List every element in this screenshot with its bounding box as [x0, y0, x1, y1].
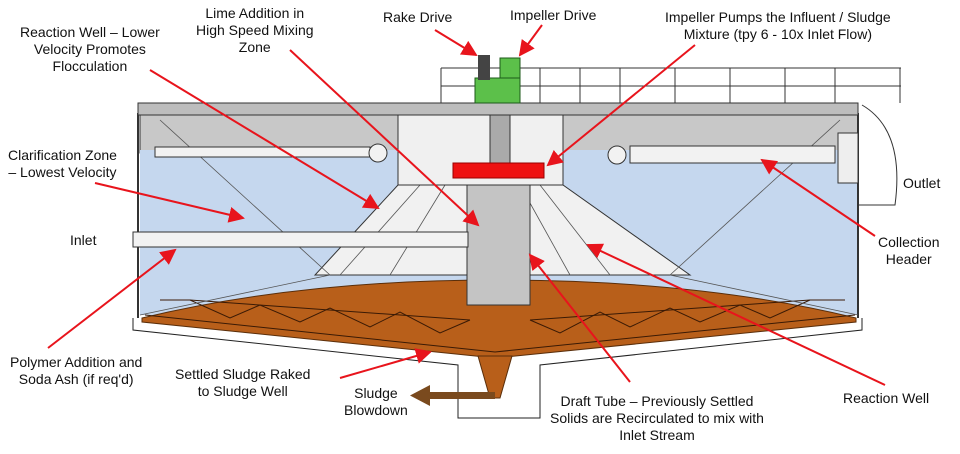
bridge-deck [137, 102, 859, 116]
label-reaction-well: Reaction Well [843, 390, 930, 406]
label-line: Lime Addition in [205, 5, 305, 21]
label-line: Solids are Recirculated to mix with [550, 410, 764, 426]
label-collection-header: Collection Header [878, 234, 939, 268]
label-clarification-zone: Clarification Zone – Lowest Velocity [8, 147, 117, 181]
label-line: to Sludge Well [197, 383, 288, 399]
label-polymer-addition: Polymer Addition and Soda Ash (if req'd) [10, 354, 142, 388]
label-line: Velocity Promotes [33, 41, 146, 57]
callout-arrows [47, 24, 886, 386]
draft-tube [466, 184, 531, 306]
label-line: High Speed Mixing [196, 22, 314, 38]
inlet-pipe [132, 231, 469, 248]
label-line: Inlet Stream [619, 427, 695, 443]
concrete-basin [132, 318, 863, 419]
collection-header-left [154, 146, 371, 158]
drive-unit [474, 55, 521, 104]
label-line: Mixture (tpy 6 - 10x Inlet Flow) [683, 26, 872, 42]
label-line: Settled Sludge Raked [175, 366, 311, 382]
label-sludge-blowdown: Sludge Blowdown [344, 385, 408, 419]
label-lime-addition: Lime Addition in High Speed Mixing Zone [196, 5, 314, 56]
sludge-blowdown-arrow [410, 385, 495, 406]
label-line: Blowdown [344, 402, 408, 418]
label-line: Soda Ash (if req'd) [18, 371, 134, 387]
label-line: Collection [878, 234, 940, 250]
label-line: Sludge [354, 385, 398, 401]
label-line: Zone [238, 39, 271, 55]
label-line: Polymer Addition and [10, 354, 143, 370]
label-line: Impeller Pumps the Influent / Sludge [665, 9, 891, 25]
label-reaction-well-lower: Reaction Well – Lower Velocity Promotes … [20, 24, 160, 75]
label-line: Header [885, 251, 932, 267]
label-line: Draft Tube – Previously Settled [560, 393, 754, 409]
label-impeller-drive: Impeller Drive [510, 7, 597, 23]
impeller [452, 162, 545, 179]
label-settled-sludge: Settled Sludge Raked to Sludge Well [175, 366, 310, 400]
rake-arms [144, 299, 856, 353]
label-line: Clarification Zone [8, 147, 117, 163]
label-inlet: Inlet [70, 232, 97, 248]
label-line: Flocculation [52, 58, 128, 74]
collection-header-right [629, 145, 836, 164]
sludge-well [477, 355, 513, 399]
label-rake-drive: Rake Drive [383, 9, 453, 25]
label-outlet: Outlet [903, 175, 941, 191]
label-line: Reaction Well – Lower [20, 24, 160, 40]
label-impeller-pumps: Impeller Pumps the Influent / Sludge Mix… [665, 9, 891, 43]
label-line: – Lowest Velocity [8, 164, 117, 180]
label-draft-tube: Draft Tube – Previously Settled Solids a… [550, 393, 764, 444]
